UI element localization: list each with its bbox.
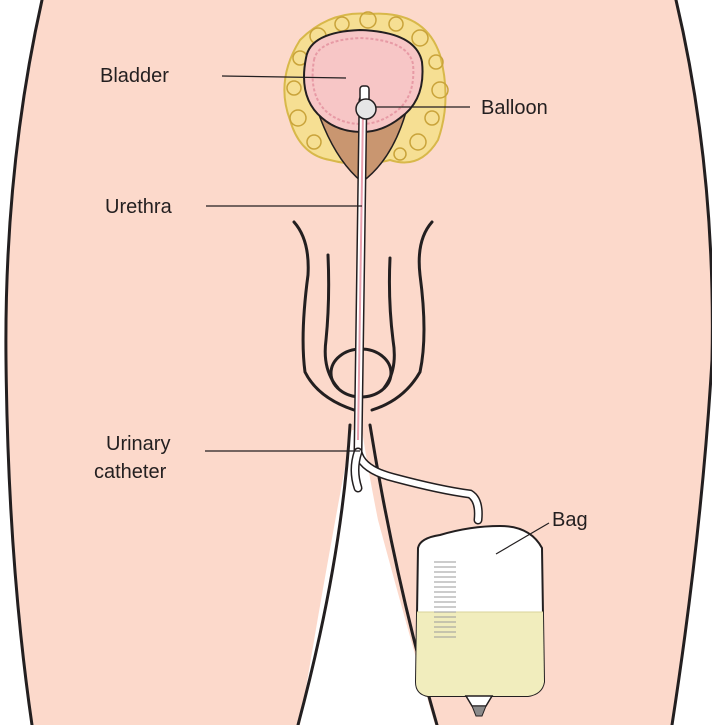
urine-bag [416,526,544,716]
bag-urine [416,612,544,696]
label-bladder: Bladder [100,65,169,87]
label-catheter-line1: Urinary [106,433,170,455]
label-balloon: Balloon [481,97,548,119]
label-bag: Bag [552,509,588,531]
label-catheter-line2: catheter [94,461,167,483]
label-urethra: Urethra [105,196,173,218]
balloon [356,99,376,119]
